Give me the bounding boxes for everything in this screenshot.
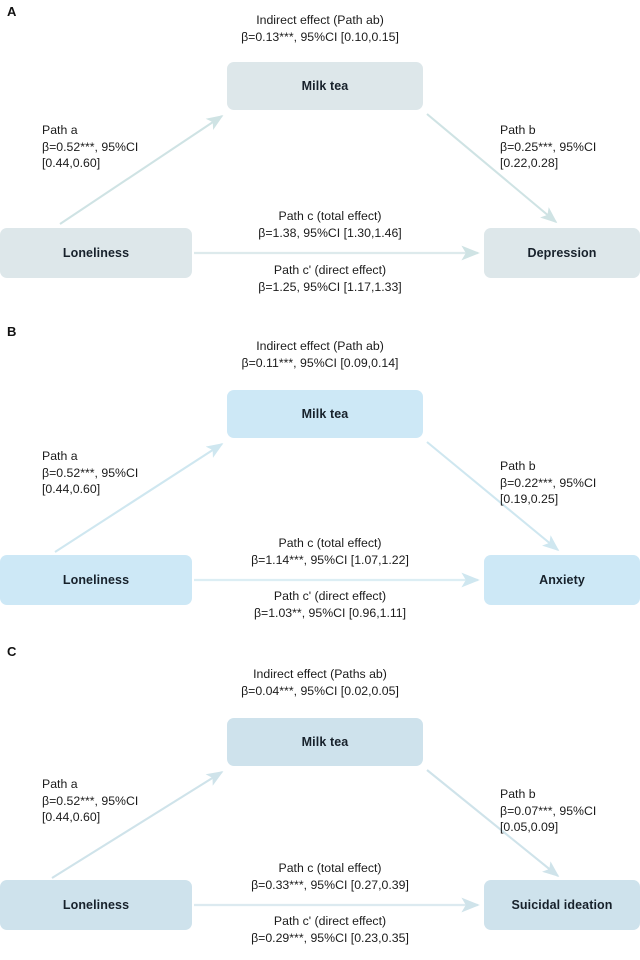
- node-mediator-milk-tea: Milk tea: [227, 390, 423, 438]
- panel-label-b: B: [7, 324, 17, 339]
- node-mediator-milk-tea: Milk tea: [227, 62, 423, 110]
- node-mediator-label: Milk tea: [301, 407, 349, 421]
- panel-b-arrows: [54, 441, 560, 588]
- panel-c-arrows: [51, 769, 560, 913]
- node-outcome-depression: Depression: [484, 228, 640, 278]
- panel-a: A Milk tea Loneliness Depression Indirec…: [0, 0, 640, 320]
- node-mediator-label: Milk tea: [301, 735, 349, 749]
- label-path-a: Path a β=0.52***, 95%CI [0.44,0.60]: [42, 123, 139, 170]
- label-indirect-effect: Indirect effect (Path ab) β=0.13***, 95%…: [241, 13, 399, 44]
- node-mediator-milk-tea: Milk tea: [227, 718, 423, 766]
- node-predictor-label: Loneliness: [62, 898, 130, 912]
- label-path-c-prime-direct: Path c' (direct effect) β=1.03**, 95%CI …: [253, 589, 407, 620]
- arrow-path-b: [426, 769, 560, 878]
- label-path-a: Path a β=0.52***, 95%CI [0.44,0.60]: [42, 449, 139, 496]
- arrow-path-a: [51, 771, 224, 879]
- panel-c: C Milk tea Loneliness Suicidal ideation …: [0, 640, 640, 960]
- label-path-c-total: Path c (total effect) β=0.33***, 95%CI […: [251, 861, 409, 892]
- node-predictor-label: Loneliness: [62, 573, 130, 587]
- panel-label-c: C: [7, 644, 17, 659]
- node-predictor-label: Loneliness: [62, 246, 130, 260]
- label-indirect-effect: Indirect effect (Path ab) β=0.11***, 95%…: [241, 339, 399, 370]
- arrow-path-a: [54, 443, 224, 553]
- node-outcome-label: Anxiety: [539, 573, 585, 587]
- label-path-a: Path a β=0.52***, 95%CI [0.44,0.60]: [42, 777, 139, 824]
- node-mediator-label: Milk tea: [301, 79, 349, 93]
- label-indirect-effect: Indirect effect (Paths ab) β=0.04***, 95…: [241, 667, 399, 698]
- arrow-path-b: [426, 113, 558, 224]
- panel-a-arrows: [59, 113, 558, 261]
- node-outcome-label: Depression: [527, 246, 597, 260]
- label-path-c-prime-direct: Path c' (direct effect) β=1.25, 95%CI [1…: [258, 263, 402, 294]
- panel-label-a: A: [7, 4, 17, 19]
- label-path-c-prime-direct: Path c' (direct effect) β=0.29***, 95%CI…: [251, 914, 409, 945]
- label-path-c-total: Path c (total effect) β=1.14***, 95%CI […: [251, 536, 409, 567]
- node-outcome-anxiety: Anxiety: [484, 555, 640, 605]
- node-predictor-loneliness: Loneliness: [0, 555, 192, 605]
- arrow-path-b: [426, 441, 560, 552]
- node-outcome-label: Suicidal ideation: [511, 898, 613, 912]
- node-outcome-suicidal-ideation: Suicidal ideation: [484, 880, 640, 930]
- label-path-c-total: Path c (total effect) β=1.38, 95%CI [1.3…: [258, 209, 402, 240]
- node-predictor-loneliness: Loneliness: [0, 228, 192, 278]
- node-predictor-loneliness: Loneliness: [0, 880, 192, 930]
- label-path-b: Path b β=0.07***, 95%CI [0.05,0.09]: [500, 787, 597, 834]
- label-path-b: Path b β=0.25***, 95%CI [0.22,0.28]: [500, 123, 597, 170]
- arrow-path-a: [59, 115, 224, 225]
- label-path-b: Path b β=0.22***, 95%CI [0.19,0.25]: [500, 459, 597, 506]
- panel-b: B Milk tea Loneliness Anxiety Indirect e…: [0, 320, 640, 640]
